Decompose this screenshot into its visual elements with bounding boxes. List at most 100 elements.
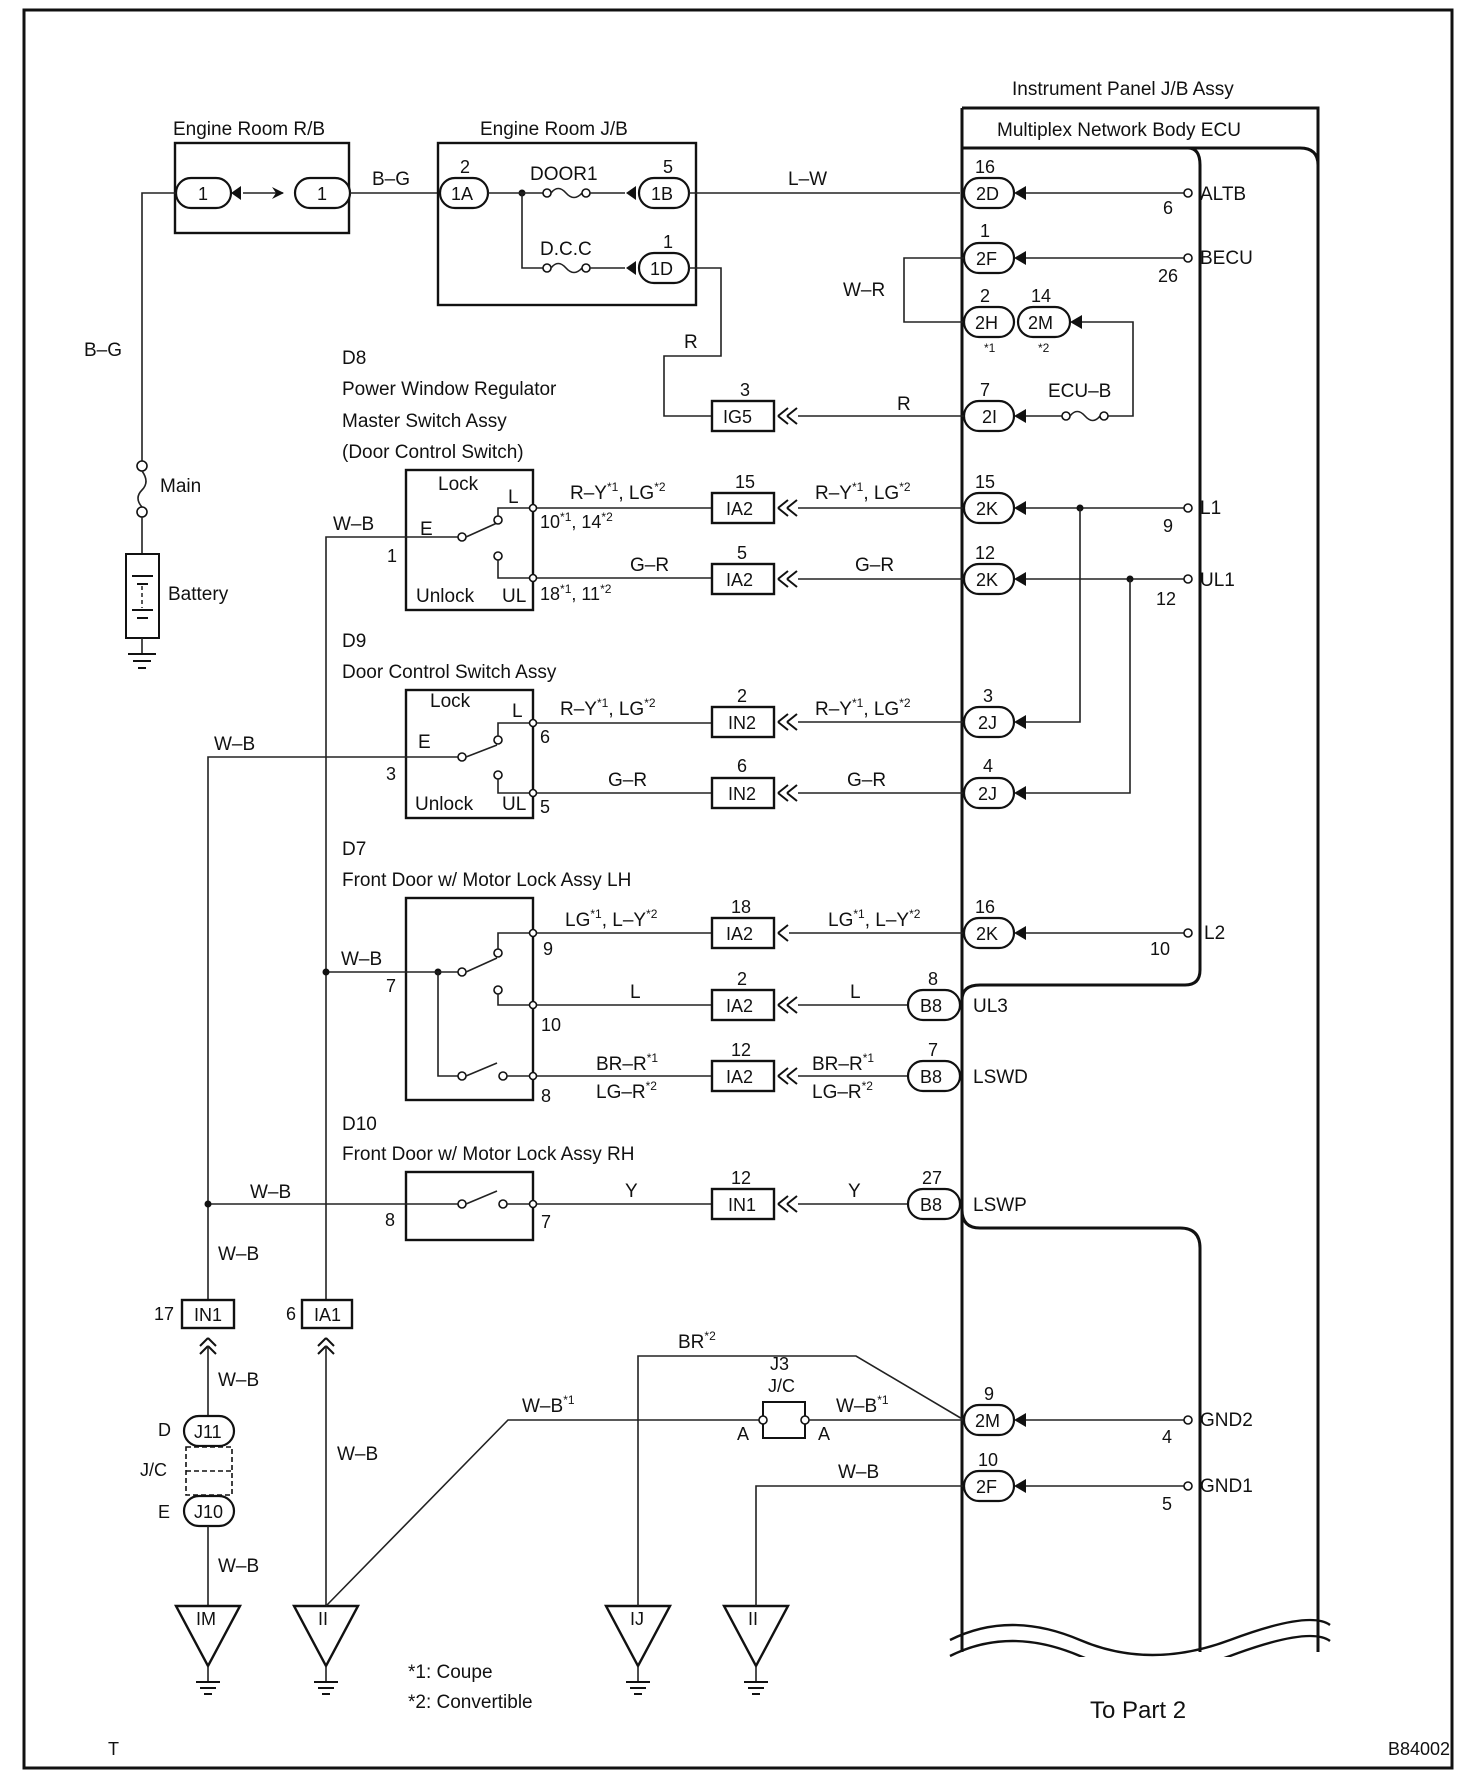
d10-code: D10 <box>342 1114 377 1135</box>
svg-text:E: E <box>420 519 433 540</box>
svg-text:9: 9 <box>984 1384 994 1404</box>
ecu-connector-b8-8 <box>906 988 962 1022</box>
connector-in1-17 <box>180 1298 236 1330</box>
svg-text:Unlock: Unlock <box>415 794 474 815</box>
svg-text:*2: *2 <box>1038 341 1050 355</box>
svg-text:IA2: IA2 <box>726 1067 753 1087</box>
corner-mark: T <box>108 1739 119 1759</box>
svg-text:1B: 1B <box>651 184 673 204</box>
connector-ia2-2 <box>710 988 776 1022</box>
svg-text:27: 27 <box>922 1168 942 1188</box>
svg-text:J10: J10 <box>194 1502 223 1522</box>
svg-text:17: 17 <box>154 1304 174 1324</box>
svg-text:5: 5 <box>540 797 550 817</box>
svg-text:W–B: W–B <box>838 1462 879 1483</box>
svg-text:E: E <box>418 732 431 753</box>
d10-name: Front Door w/ Motor Lock Assy RH <box>342 1144 634 1165</box>
d8-switch-box <box>404 468 535 612</box>
svg-text:2M: 2M <box>975 1411 1000 1431</box>
svg-text:L: L <box>850 982 861 1003</box>
terminal-becu: BECU <box>1200 248 1253 269</box>
battery-label: Battery <box>168 584 229 605</box>
wire-lw: L–W <box>788 169 827 190</box>
svg-text:6: 6 <box>1163 198 1173 218</box>
svg-text:R–Y*1, LG*2: R–Y*1, LG*2 <box>570 480 666 504</box>
svg-text:Lock: Lock <box>438 474 479 495</box>
svg-text:IN2: IN2 <box>728 713 756 733</box>
terminal-gnd2: GND2 <box>1200 1410 1253 1431</box>
svg-text:B8: B8 <box>920 1195 942 1215</box>
wire-bg-top: B–G <box>372 169 410 190</box>
svg-text:G–R: G–R <box>855 555 894 576</box>
svg-text:UL: UL <box>502 586 526 607</box>
svg-text:4: 4 <box>1162 1427 1172 1447</box>
ecu-connector-b8-27 <box>906 1187 962 1221</box>
svg-text:8: 8 <box>541 1086 551 1106</box>
svg-text:IN1: IN1 <box>728 1195 756 1215</box>
connector-in1-12 <box>710 1187 776 1221</box>
svg-text:5: 5 <box>1162 1494 1172 1514</box>
d9-switch-box <box>404 688 535 820</box>
svg-text:10: 10 <box>978 1450 998 1470</box>
svg-text:IM: IM <box>196 1609 216 1629</box>
wire-r-jb: R <box>684 332 698 353</box>
diagram-frame <box>22 8 1454 1770</box>
engine-room-jb-label: Engine Room J/B <box>480 119 628 140</box>
fuse-ecub-label: ECU–B <box>1048 381 1111 402</box>
d7-name: Front Door w/ Motor Lock Assy LH <box>342 870 631 891</box>
connector-ig5 <box>710 399 776 433</box>
terminal-gnd1: GND1 <box>1200 1476 1253 1497</box>
svg-text:16: 16 <box>975 897 995 917</box>
svg-text:IA2: IA2 <box>726 499 753 519</box>
svg-text:7: 7 <box>928 1040 938 1060</box>
wire-r-ig5: R <box>897 394 911 415</box>
svg-text:2: 2 <box>737 969 747 989</box>
svg-text:Y: Y <box>625 1181 638 1202</box>
d7-code: D7 <box>342 839 366 860</box>
svg-text:BR*2: BR*2 <box>678 1329 716 1353</box>
svg-text:12: 12 <box>731 1040 751 1060</box>
connector-in2-6 <box>710 776 776 810</box>
svg-text:L: L <box>630 982 641 1003</box>
svg-text:3: 3 <box>983 686 993 706</box>
svg-text:Unlock: Unlock <box>416 586 475 607</box>
svg-text:7: 7 <box>980 380 990 400</box>
svg-text:LG–R*2: LG–R*2 <box>596 1079 657 1103</box>
d7-lock-box <box>404 896 535 1102</box>
connector-ia2-12 <box>710 1059 776 1093</box>
svg-text:2M: 2M <box>1028 313 1053 333</box>
connector-j10 <box>182 1494 236 1528</box>
svg-text:B8: B8 <box>920 1067 942 1087</box>
terminal-ul1: UL1 <box>1200 570 1235 591</box>
svg-text:IA1: IA1 <box>314 1305 341 1325</box>
note-coupe: *1: Coupe <box>408 1662 493 1683</box>
ground-ii-right: II <box>722 1604 790 1695</box>
svg-text:2D: 2D <box>976 184 999 204</box>
svg-text:12: 12 <box>1156 589 1176 609</box>
d8-name-line3: (Door Control Switch) <box>342 442 524 463</box>
svg-text:IA2: IA2 <box>726 924 753 944</box>
instrument-panel-jb-title: Instrument Panel J/B Assy <box>1012 79 1234 100</box>
j3-code: J3 <box>770 1354 789 1374</box>
svg-text:2K: 2K <box>976 924 998 944</box>
svg-text:IN1: IN1 <box>194 1305 222 1325</box>
instrument-panel-jb-outline <box>949 106 1335 1697</box>
svg-text:R–Y*1, LG*2: R–Y*1, LG*2 <box>815 696 911 720</box>
svg-text:4: 4 <box>983 756 993 776</box>
svg-text:E: E <box>158 1502 170 1522</box>
d10-lock-box <box>404 1170 535 1242</box>
svg-text:6: 6 <box>737 756 747 776</box>
jc-label-left: J/C <box>140 1460 167 1480</box>
svg-text:7: 7 <box>541 1212 551 1232</box>
ground-ii-left: II <box>292 1604 360 1695</box>
svg-text:Lock: Lock <box>430 691 471 712</box>
fuse-dcc-label: D.C.C <box>540 239 592 260</box>
wire-wb-d10: W–B <box>250 1182 291 1203</box>
svg-text:J11: J11 <box>194 1422 222 1442</box>
svg-text:1: 1 <box>387 546 397 566</box>
svg-text:15: 15 <box>975 472 995 492</box>
svg-text:2I: 2I <box>982 407 997 427</box>
svg-text:7: 7 <box>386 976 396 996</box>
engine-room-rb-label: Engine Room R/B <box>173 119 325 140</box>
